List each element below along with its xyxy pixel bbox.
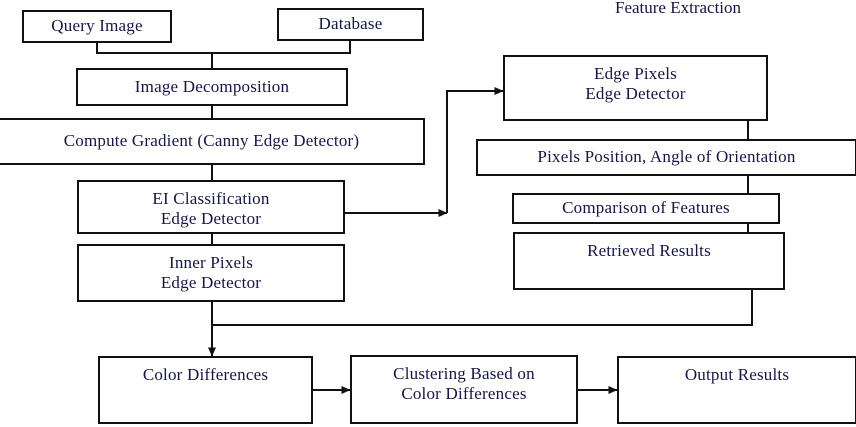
edge-bus-to-edge-pixels — [446, 87, 504, 213]
node-retrieved-results[interactable]: Retrieved Results — [513, 232, 785, 290]
node-output-results[interactable]: Output Results — [617, 356, 856, 424]
edge-retrieved-results-to-bottom-bus — [212, 290, 753, 326]
node-output-results-label: Output Results — [684, 365, 790, 384]
node-clustering-based-on-color-differences[interactable]: Clustering Based on Color Differences — [350, 355, 578, 424]
node-ei-classification-label: EI Classification Edge Detector — [152, 189, 270, 229]
feature-extraction-title: Feature Extraction — [615, 0, 742, 17]
node-compute-gradient-label: Compute Gradient (Canny Edge Detector) — [63, 131, 360, 151]
node-comparison-of-features-label: Comparison of Features — [562, 198, 730, 218]
node-image-decomposition-label: Image Decomposition — [134, 76, 290, 96]
node-comparison-of-features[interactable]: Comparison of Features — [512, 193, 780, 224]
node-edge-pixels-label: Edge Pixels Edge Detector — [585, 64, 686, 104]
node-pixels-position-label: Pixels Position, Angle of Orientation — [537, 147, 796, 167]
node-database[interactable]: Database — [277, 8, 424, 41]
edge-query-image-to-image-decomposition — [96, 43, 212, 54]
node-clustering-label: Clustering Based on Color Differences — [393, 364, 535, 404]
node-pixels-position[interactable]: Pixels Position, Angle of Orientation — [476, 139, 856, 176]
node-query-image[interactable]: Query Image — [22, 10, 172, 43]
node-color-differences[interactable]: Color Differences — [98, 356, 313, 424]
node-color-differences-label: Color Differences — [142, 365, 269, 384]
node-inner-pixels[interactable]: Inner Pixels Edge Detector — [77, 244, 345, 302]
node-query-image-label: Query Image — [51, 16, 143, 36]
node-retrieved-results-label: Retrieved Results — [587, 241, 711, 260]
node-edge-pixels[interactable]: Edge Pixels Edge Detector — [503, 55, 768, 121]
node-ei-classification[interactable]: EI Classification Edge Detector — [77, 180, 345, 234]
edge-database-to-image-decomposition — [212, 41, 351, 54]
node-inner-pixels-label: Inner Pixels Edge Detector — [160, 253, 262, 293]
node-compute-gradient[interactable]: Compute Gradient (Canny Edge Detector) — [0, 118, 425, 165]
node-database-label: Database — [318, 14, 383, 34]
node-image-decomposition[interactable]: Image Decomposition — [76, 68, 348, 106]
